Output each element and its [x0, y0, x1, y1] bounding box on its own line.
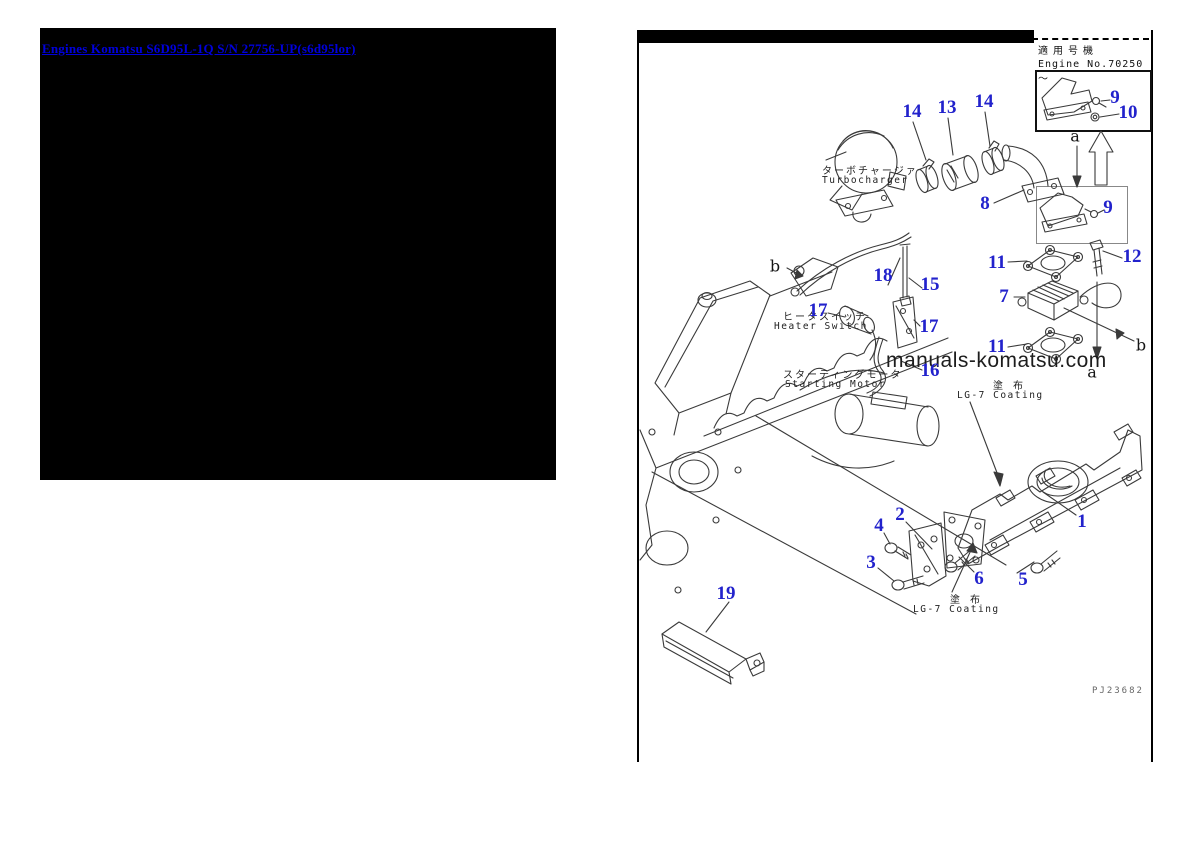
hex-bar-art [661, 621, 765, 685]
detail-views-art [786, 77, 1120, 280]
callout-4: 4 [874, 515, 884, 536]
heater-assembly-art [1017, 239, 1135, 365]
part-label-en-3: LG-7 Coating [957, 390, 1044, 401]
part-label-en-4: LG-7 Coating [913, 604, 1000, 615]
part-label-jp-3: 塗 布 [993, 381, 1026, 392]
part-label-en-0: Turbocharger [822, 175, 909, 186]
part-label-en-1: Heater Switch [774, 321, 868, 332]
applicability-engine-no: Engine No.70250～ [1038, 59, 1144, 85]
hose-and-clamps-art [915, 140, 1005, 194]
detail-view-box-a-top [1035, 70, 1152, 132]
callout-11: 11 [988, 252, 1006, 273]
callout-9: 9 [1103, 197, 1113, 218]
view-letter-a: a [1070, 126, 1080, 146]
callout-14: 14 [902, 101, 922, 122]
callout-19: 19 [716, 583, 736, 604]
panel-top-bar [639, 30, 1034, 43]
leader-lines [705, 111, 1123, 633]
part-label-jp-0: ターボチャージァ [822, 166, 918, 177]
wiring-and-switch-art [790, 232, 918, 397]
view-letter-b: b [1135, 335, 1147, 355]
elbow-connector-art [1001, 144, 1065, 203]
callout-6: 6 [974, 568, 984, 589]
callout-17: 17 [919, 316, 939, 337]
callout-8: 8 [980, 193, 990, 214]
callout-10: 10 [1118, 102, 1138, 123]
parts-list-block: Engines Komatsu S6D95L-1Q S/N 27756-UP(s… [40, 28, 556, 480]
parts-drawing [639, 77, 1143, 685]
part-label-jp-1: ヒータスイッチ [783, 312, 867, 323]
catalog-link[interactable]: Engines Komatsu S6D95L-1Q S/N 27756-UP(s… [42, 41, 356, 56]
detail-view-up-arrow [1088, 130, 1114, 186]
exhaust-manifold-art [957, 423, 1143, 565]
starting-motor-art [799, 369, 940, 469]
applicability-label-jp: 適用号機 [1038, 46, 1098, 57]
view-letter-b: b [769, 256, 781, 276]
part-label-en-2: Starting Motor [785, 379, 887, 390]
callout-3: 3 [866, 552, 876, 573]
view-letter-a: a [1087, 362, 1097, 382]
callout-15: 15 [920, 274, 940, 295]
callout-16: 16 [920, 360, 940, 381]
detail-view-box-a-bottom [1036, 186, 1128, 244]
callout-13: 13 [937, 97, 957, 118]
watermark: manuals-komatsu.com [886, 349, 1107, 372]
drawing-number: PJ23682 [1092, 686, 1144, 696]
callout-11: 11 [988, 336, 1006, 357]
callout-2: 2 [895, 504, 905, 525]
callout-12: 12 [1122, 246, 1142, 267]
callout-1: 1 [1077, 511, 1087, 532]
turbocharger-art [825, 130, 907, 223]
part-label-jp-4: 塗 布 [950, 595, 983, 606]
callout-18: 18 [873, 265, 893, 286]
callout-7: 7 [999, 286, 1009, 307]
callout-5: 5 [1018, 569, 1028, 590]
applicability-header: 適用号機 Engine No.70250～ [1032, 38, 1149, 85]
callout-17: 17 [808, 300, 828, 321]
engine-block-art [639, 257, 1007, 615]
callout-9: 9 [1110, 87, 1120, 108]
coating-arrows-art [951, 401, 1004, 593]
part-label-jp-2: スターティングモータ [783, 370, 903, 381]
callout-14: 14 [974, 91, 994, 112]
bracket-and-bolts-art [884, 511, 1061, 591]
